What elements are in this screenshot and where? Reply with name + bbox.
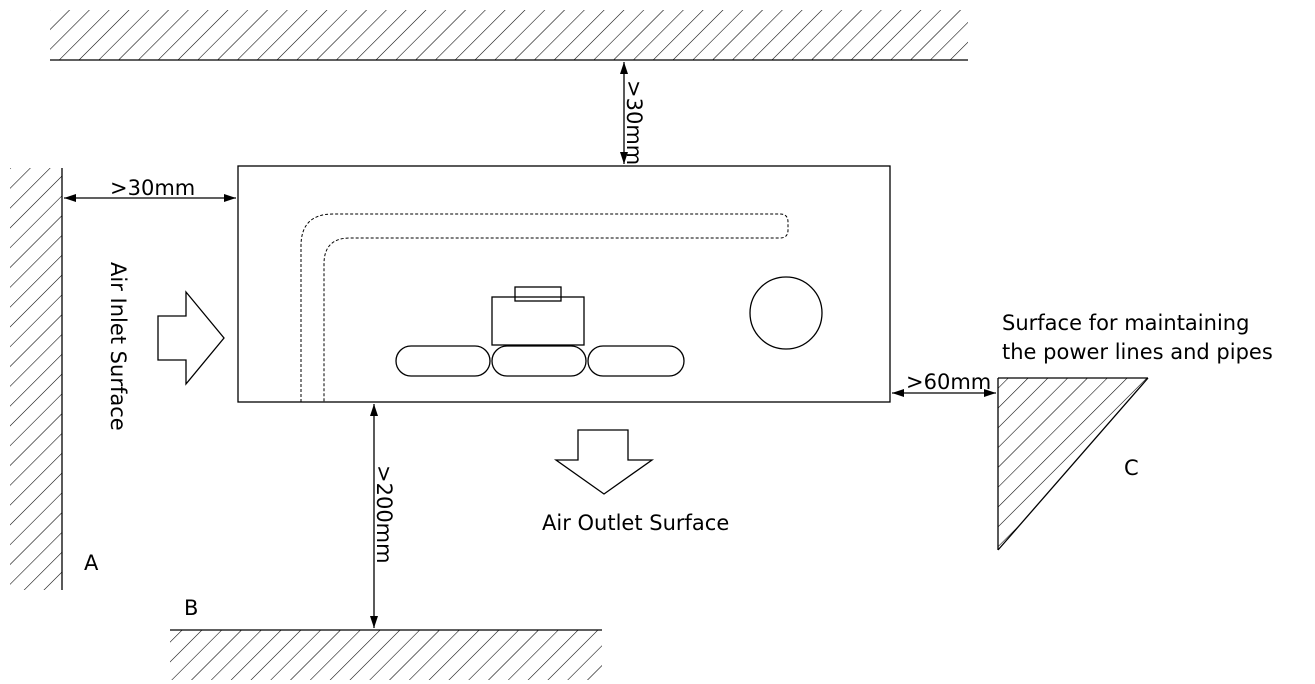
dimension-bottom-label: >200mm	[372, 465, 396, 564]
fan-motor	[491, 296, 585, 346]
maintenance-label-line1: Surface for maintaining	[1002, 311, 1249, 335]
wall-c	[997, 377, 1149, 551]
air-inlet-label: Air Inlet Surface	[106, 262, 130, 431]
ceiling-wall	[50, 10, 968, 61]
blower-center	[491, 345, 587, 377]
motor-terminal	[514, 286, 562, 302]
internal-duct	[300, 213, 789, 402]
maintenance-label-line2: the power lines and pipes	[1002, 340, 1273, 364]
dimension-top-label: >30mm	[622, 80, 646, 165]
wall-b-label: B	[184, 596, 198, 620]
wall-a	[10, 168, 63, 590]
air-inlet-arrow	[157, 290, 225, 386]
indoor-unit	[237, 165, 891, 403]
blower-right	[587, 345, 685, 377]
air-outlet-label: Air Outlet Surface	[542, 511, 729, 535]
air-outlet-arrow	[553, 429, 655, 495]
wall-b	[170, 629, 602, 680]
dimension-right-label: >60mm	[906, 370, 991, 394]
wall-c-label: C	[1124, 456, 1139, 480]
drain-circle	[749, 276, 823, 350]
blower-left	[395, 345, 491, 377]
wall-a-label: A	[84, 551, 99, 575]
dimension-left-label: >30mm	[110, 176, 195, 200]
